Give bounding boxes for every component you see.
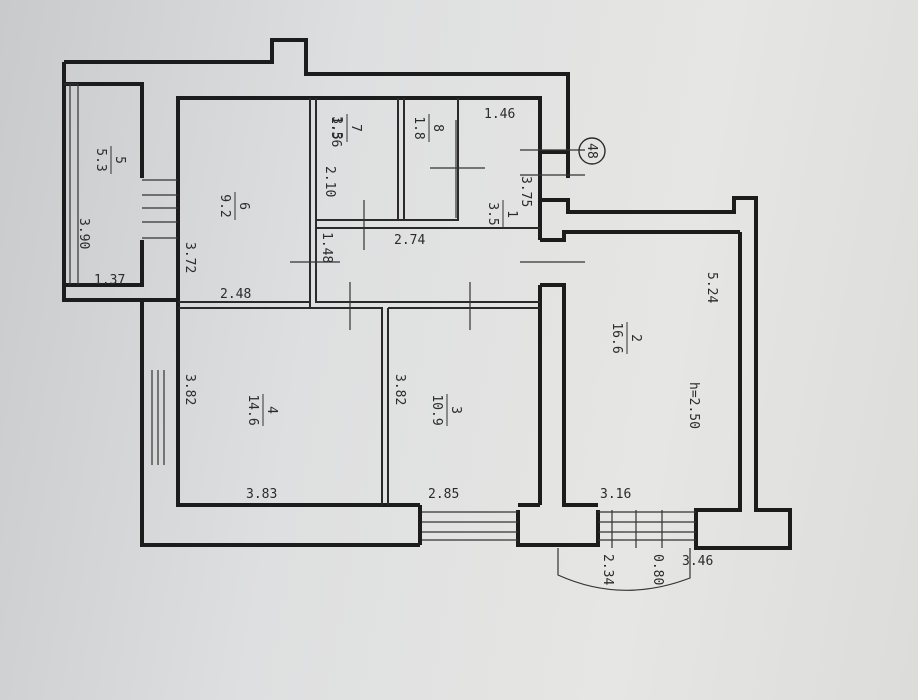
room-area: 3.3: [329, 116, 344, 139]
dimension-labels: 1.56 1.46 2.10 1.48 2.74 3.75 5.24 3.90 …: [76, 107, 719, 585]
dim-1-37: 1.37: [94, 273, 125, 288]
room-area: 1.8: [411, 116, 426, 139]
room-number: 1: [504, 210, 519, 218]
dim-2-74: 2.74: [394, 233, 425, 248]
dim-1-46: 1.46: [484, 107, 515, 122]
room-area: 5.3: [93, 148, 108, 171]
room-label-5: 5 5.3: [93, 146, 127, 174]
room-number: 5: [112, 156, 127, 164]
room-area: 10.9: [429, 394, 444, 425]
room-label-4: 4 14.6: [245, 394, 279, 426]
dim-3-83: 3.83: [246, 487, 277, 502]
ceiling-height-note: h=2.50: [686, 382, 701, 429]
windows: [64, 83, 696, 548]
dim-3-46: 3.46: [682, 554, 713, 569]
room-number: 8: [430, 124, 445, 132]
room-labels: 5 5.3 6 9.2 7 3.3 8 1.8 1 3.5 4 14.6: [93, 114, 643, 426]
walls: [62, 38, 792, 550]
room-label-8: 8 1.8: [411, 114, 445, 142]
marker-number: 48: [584, 143, 599, 159]
room-area: 3.5: [485, 202, 500, 225]
bay-window: [557, 548, 691, 591]
room-label-3: 3 10.9: [429, 394, 463, 426]
room-number: 7: [348, 124, 363, 132]
dim-3-90: 3.90: [76, 218, 91, 249]
dim-5-24: 5.24: [704, 272, 719, 303]
dim-3-82-middle: 3.82: [392, 374, 407, 405]
room-label-1: 1 3.5: [485, 200, 519, 228]
dim-2-10: 2.10: [322, 166, 337, 197]
dim-3-72: 3.72: [182, 242, 197, 273]
dim-2-85: 2.85: [428, 487, 459, 502]
room-number: 2: [628, 334, 643, 342]
room-label-6: 6 9.2: [217, 192, 251, 220]
dim-0-80: 0.80: [650, 554, 665, 585]
room-area: 16.6: [609, 322, 624, 353]
room-number: 3: [448, 406, 463, 414]
dim-2-34: 2.34: [600, 554, 615, 585]
dim-1-48: 1.48: [319, 232, 334, 263]
dim-1-56: 1.56: [328, 116, 343, 147]
room-number: 4: [264, 406, 279, 414]
room-number: 6: [236, 202, 251, 210]
dim-3-16: 3.16: [600, 487, 631, 502]
dim-2-48: 2.48: [220, 287, 251, 302]
door-marks: [290, 120, 585, 330]
room-area: 14.6: [245, 394, 260, 425]
dim-3-82-left: 3.82: [182, 374, 197, 405]
apartment-marker: 48: [578, 137, 606, 165]
room-label-2: 2 16.6: [609, 322, 643, 354]
dim-3-75: 3.75: [518, 176, 533, 207]
room-label-7: 7 3.3: [329, 114, 363, 142]
room-area: 9.2: [217, 194, 232, 217]
